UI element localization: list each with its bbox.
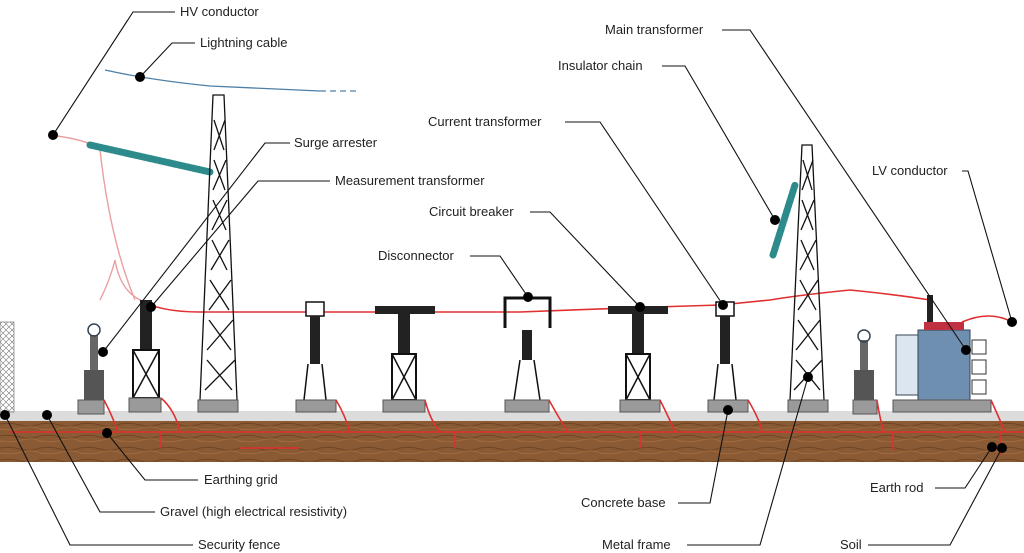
label-hv-conductor: HV conductor	[180, 4, 259, 19]
busbar	[139, 289, 931, 313]
label-measurement-transformer: Measurement transformer	[335, 173, 485, 188]
label-security-fence: Security fence	[198, 537, 280, 552]
left-tower	[199, 94, 238, 401]
insulator-chain-right	[769, 181, 799, 259]
disconnector	[503, 296, 552, 401]
gravel-layer	[0, 411, 1024, 421]
soil-layer	[0, 420, 1024, 462]
label-disconnector: Disconnector	[378, 248, 455, 263]
label-earth-rod: Earth rod	[870, 480, 923, 495]
circuit-breaker-1	[375, 306, 435, 401]
surge-arrester-right	[854, 329, 874, 400]
surge-arrester	[84, 323, 104, 400]
measurement-transformer	[132, 300, 160, 399]
leader-dots	[0, 72, 1017, 453]
label-surge-arrester: Surge arrester	[294, 135, 378, 150]
main-transformer	[895, 295, 987, 401]
earthing-leads	[103, 397, 1006, 433]
label-current-transformer: Current transformer	[428, 114, 542, 129]
label-soil: Soil	[840, 537, 862, 552]
lv-conductor-line	[961, 315, 1013, 323]
leader-lines	[4, 11, 1013, 546]
label-circuit-breaker: Circuit breaker	[429, 204, 514, 219]
label-gravel: Gravel (high electrical resistivity)	[160, 504, 347, 519]
label-main-transformer: Main transformer	[605, 22, 704, 37]
current-transformer-1	[303, 301, 327, 401]
label-insulator-chain: Insulator chain	[558, 58, 643, 73]
label-metal-frame: Metal frame	[602, 537, 671, 552]
lightning-cable	[104, 69, 360, 92]
security-fence	[0, 321, 15, 413]
label-earthing-grid: Earthing grid	[204, 472, 278, 487]
label-concrete-base: Concrete base	[581, 495, 666, 510]
current-transformer-2	[713, 301, 737, 401]
label-lightning-cable: Lightning cable	[200, 35, 287, 50]
circuit-breaker-2	[608, 306, 668, 401]
insulator-chain-left	[86, 141, 214, 176]
earthing-grid	[10, 431, 1024, 455]
concrete-bases	[77, 397, 992, 415]
hv-conductor-line	[49, 134, 136, 301]
label-lv-conductor: LV conductor	[872, 163, 948, 178]
